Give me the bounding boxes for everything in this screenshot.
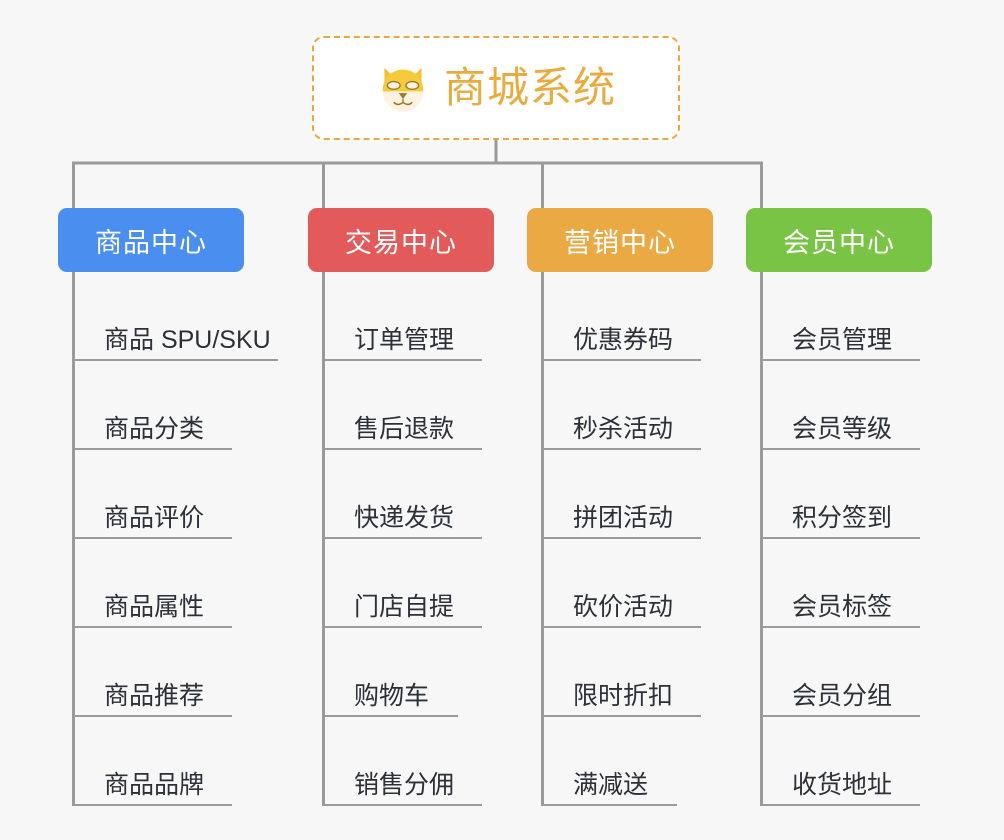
- column-marketing-center: 营销中心优惠券码秒杀活动拼团活动砍价活动限时折扣满减送: [527, 208, 713, 806]
- leaf-item-underline: [760, 359, 920, 361]
- leaf-item-underline: [541, 359, 701, 361]
- leaf-item[interactable]: 销售分佣: [308, 717, 494, 806]
- leaf-item-label: 订单管理: [354, 326, 455, 354]
- leaf-item[interactable]: 商品属性: [58, 539, 244, 628]
- leaf-item-label: 会员标签: [792, 593, 893, 621]
- leaf-item[interactable]: 订单管理: [308, 272, 494, 361]
- leaf-item[interactable]: 秒杀活动: [527, 361, 713, 450]
- leaf-item-underline: [541, 626, 701, 628]
- leaf-item-label: 拼团活动: [573, 504, 674, 532]
- leaf-item-underline: [72, 626, 232, 628]
- leaf-item-label: 商品 SPU/SKU: [104, 326, 271, 354]
- leaf-item-label: 商品属性: [104, 593, 205, 621]
- leaf-item-underline: [322, 804, 482, 806]
- leaf-list-product-center: 商品 SPU/SKU 商品分类商品评价商品属性商品推荐商品品牌: [58, 272, 278, 806]
- leaf-item-label: 会员等级: [792, 415, 893, 443]
- leaf-item[interactable]: 限时折扣: [527, 628, 713, 717]
- leaf-item-label: 砍价活动: [573, 593, 674, 621]
- leaf-item-label: 收货地址: [792, 771, 893, 799]
- category-header-member-center[interactable]: 会员中心: [746, 208, 932, 272]
- leaf-item-underline: [72, 359, 278, 361]
- category-header-label: 会员中心: [783, 227, 895, 258]
- category-header-marketing-center[interactable]: 营销中心: [527, 208, 713, 272]
- leaf-item[interactable]: 门店自提: [308, 539, 494, 628]
- leaf-item-label: 限时折扣: [573, 682, 674, 710]
- leaf-item-underline: [322, 359, 482, 361]
- leaf-item-label: 商品品牌: [104, 771, 205, 799]
- leaf-item-label: 购物车: [354, 682, 430, 710]
- branch-spine: [760, 272, 763, 806]
- branch-spine: [72, 272, 75, 806]
- leaf-item-underline: [541, 448, 701, 450]
- leaf-item-label: 秒杀活动: [573, 415, 674, 443]
- leaf-item-underline: [322, 715, 458, 717]
- category-header-label: 营销中心: [564, 227, 676, 258]
- leaf-item[interactable]: 商品推荐: [58, 628, 244, 717]
- leaf-item[interactable]: 收货地址: [746, 717, 932, 806]
- leaf-item-underline: [760, 448, 920, 450]
- category-header-label: 交易中心: [345, 227, 457, 258]
- leaf-item[interactable]: 会员标签: [746, 539, 932, 628]
- category-header-trade-center[interactable]: 交易中心: [308, 208, 494, 272]
- column-product-center: 商品中心商品 SPU/SKU 商品分类商品评价商品属性商品推荐商品品牌: [58, 208, 278, 806]
- shiba-dog-face-icon: [382, 67, 424, 112]
- leaf-item[interactable]: 会员管理: [746, 272, 932, 361]
- leaf-item-label: 优惠券码: [573, 326, 674, 354]
- category-header-product-center[interactable]: 商品中心: [58, 208, 244, 272]
- leaf-item-underline: [760, 626, 920, 628]
- leaf-item[interactable]: 商品品牌: [58, 717, 244, 806]
- column-member-center: 会员中心会员管理会员等级积分签到会员标签会员分组收货地址: [746, 208, 932, 806]
- leaf-list-trade-center: 订单管理售后退款快递发货门店自提购物车销售分佣: [308, 272, 494, 806]
- leaf-item-underline: [541, 715, 701, 717]
- leaf-item[interactable]: 购物车: [308, 628, 494, 717]
- leaf-item-label: 快递发货: [354, 504, 455, 532]
- leaf-item-label: 门店自提: [354, 593, 455, 621]
- leaf-item[interactable]: 满减送: [527, 717, 713, 806]
- leaf-item-underline: [541, 537, 701, 539]
- leaf-item-underline: [760, 804, 920, 806]
- leaf-item-underline: [541, 804, 677, 806]
- category-header-label: 商品中心: [95, 227, 207, 258]
- leaf-item-label: 销售分佣: [354, 771, 455, 799]
- leaf-item[interactable]: 会员分组: [746, 628, 932, 717]
- leaf-list-marketing-center: 优惠券码秒杀活动拼团活动砍价活动限时折扣满减送: [527, 272, 713, 806]
- root-node[interactable]: 商城系统: [312, 36, 680, 140]
- leaf-item[interactable]: 优惠券码: [527, 272, 713, 361]
- leaf-item-underline: [72, 537, 232, 539]
- leaf-item-underline: [72, 448, 232, 450]
- leaf-item-underline: [322, 537, 482, 539]
- leaf-item[interactable]: 商品分类: [58, 361, 244, 450]
- leaf-list-member-center: 会员管理会员等级积分签到会员标签会员分组收货地址: [746, 272, 932, 806]
- leaf-item[interactable]: 商品 SPU/SKU: [58, 272, 278, 361]
- leaf-item-label: 积分签到: [792, 504, 893, 532]
- leaf-item[interactable]: 商品评价: [58, 450, 244, 539]
- leaf-item[interactable]: 售后退款: [308, 361, 494, 450]
- leaf-item[interactable]: 拼团活动: [527, 450, 713, 539]
- leaf-item[interactable]: 会员等级: [746, 361, 932, 450]
- leaf-item-label: 商品分类: [104, 415, 205, 443]
- leaf-item-label: 满减送: [573, 771, 649, 799]
- leaf-item-label: 商品推荐: [104, 682, 205, 710]
- root-title: 商城系统: [443, 64, 616, 111]
- column-trade-center: 交易中心订单管理售后退款快递发货门店自提购物车销售分佣: [308, 208, 494, 806]
- leaf-item-label: 会员管理: [792, 326, 893, 354]
- leaf-item[interactable]: 砍价活动: [527, 539, 713, 628]
- leaf-item-label: 售后退款: [354, 415, 455, 443]
- leaf-item[interactable]: 积分签到: [746, 450, 932, 539]
- leaf-item-underline: [322, 626, 482, 628]
- leaf-item[interactable]: 快递发货: [308, 450, 494, 539]
- leaf-item-underline: [72, 804, 232, 806]
- leaf-item-label: 会员分组: [792, 682, 893, 710]
- leaf-item-underline: [322, 448, 482, 450]
- leaf-item-underline: [760, 537, 920, 539]
- leaf-item-underline: [72, 715, 232, 717]
- leaf-item-underline: [760, 715, 920, 717]
- branch-spine: [322, 272, 325, 806]
- branch-spine: [541, 272, 544, 806]
- leaf-item-label: 商品评价: [104, 504, 205, 532]
